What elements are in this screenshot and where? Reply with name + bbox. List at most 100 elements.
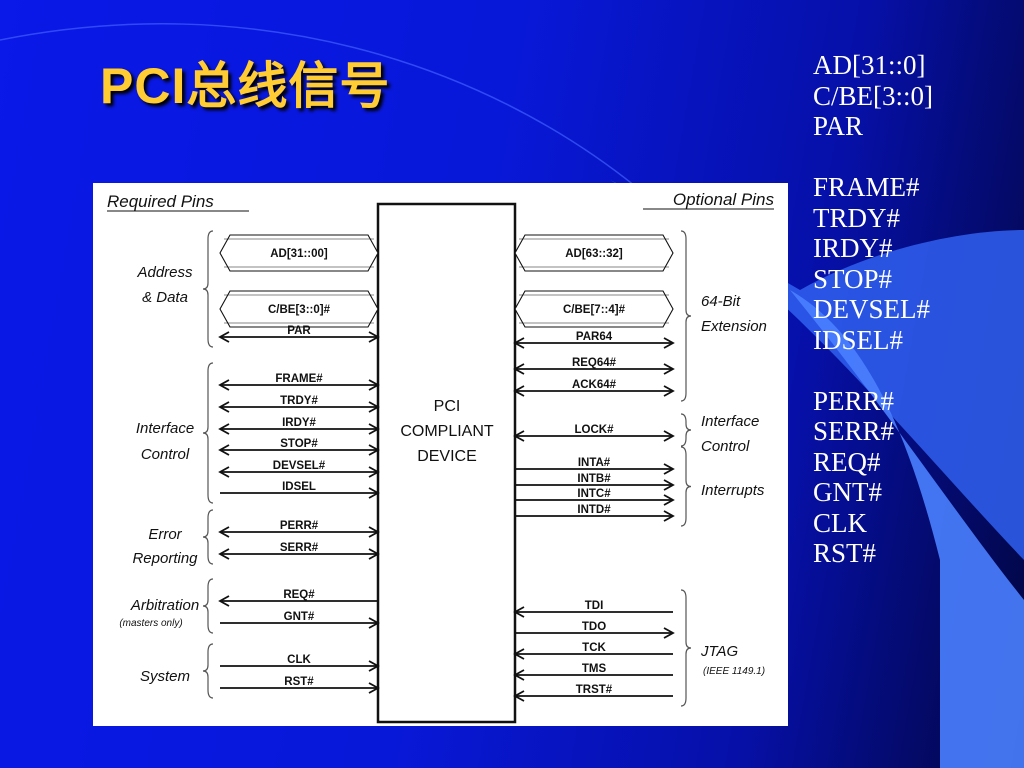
right-pin-cbe74-bus-inner <box>519 294 669 324</box>
left-group-brace <box>202 578 214 634</box>
left-pin-gnt-arrow-in <box>368 617 380 629</box>
left-pin-ad3100-label: AD[31::00] <box>270 248 328 260</box>
left-group-sublabel: (masters only) <box>119 618 182 629</box>
right-group-brace <box>680 589 692 707</box>
left-pin-cbe30-label: C/BE[3::0]# <box>268 304 331 316</box>
right-pin-ad6332-bus <box>514 234 674 272</box>
left-pin-stop-arrow-out <box>218 444 230 456</box>
left-pin-rst-arrow-in <box>368 682 380 694</box>
left-group-label: Control <box>141 446 190 463</box>
right-group-label: JTAG <box>700 643 739 660</box>
right-pin-intd-arrow-out <box>663 510 675 522</box>
left-pin-trdy-label: TRDY# <box>280 395 318 407</box>
right-group-brace <box>680 413 692 447</box>
header-optional-pins: Optional Pins <box>673 190 775 209</box>
left-pin-gnt-label: GNT# <box>284 611 315 623</box>
right-group-label: Extension <box>701 318 767 335</box>
left-pin-frame-arrow-out <box>218 379 230 391</box>
left-group-label: Reporting <box>132 550 198 567</box>
right-group-label: Interrupts <box>701 482 765 499</box>
left-pin-irdy-label: IRDY# <box>282 417 316 429</box>
right-group-sublabel: (IEEE 1149.1) <box>703 666 765 677</box>
left-pin-frame-arrow-in <box>368 379 380 391</box>
device-label-line: PCI <box>434 398 461 415</box>
right-pin-tms-arrow-in <box>513 669 525 681</box>
right-pin-intb-label: INTB# <box>577 473 611 485</box>
slide-title: PCI总线信号 <box>100 58 391 114</box>
right-pin-lock-arrow-in <box>513 430 525 442</box>
header-required-pins: Required Pins <box>107 192 214 211</box>
left-group-label: Arbitration <box>130 597 199 614</box>
left-pin-req-arrow-out <box>218 595 230 607</box>
left-pin-idsel-arrow-in <box>368 487 380 499</box>
right-pin-ack64-arrow-in <box>513 385 525 397</box>
right-pin-tdo-label: TDO <box>582 621 606 633</box>
left-pin-req-label: REQ# <box>283 589 315 601</box>
left-pin-stop-arrow-in <box>368 444 380 456</box>
left-pin-irdy-arrow-in <box>368 423 380 435</box>
left-pin-serr-arrow-in <box>368 548 380 560</box>
signal-list-item: DEVSEL# <box>813 294 930 324</box>
pci-device-box <box>376 202 517 724</box>
signal-list-item: IDSEL# <box>813 324 903 355</box>
right-pin-lock-label: LOCK# <box>575 424 615 436</box>
left-group-label: Interface <box>136 420 194 437</box>
right-pin-cbe74-label: C/BE[7::4]# <box>563 304 626 316</box>
right-group-label: Interface <box>701 413 759 430</box>
left-group-brace <box>202 509 214 565</box>
right-pin-lock-arrow-out <box>663 430 675 442</box>
left-pin-perr-label: PERR# <box>280 520 319 532</box>
signal-list-item: STOP# <box>813 263 893 294</box>
right-pin-intc-arrow-out <box>663 494 675 506</box>
left-pin-cbe30-bus <box>219 290 379 328</box>
left-group-brace <box>202 230 214 348</box>
left-group-brace <box>202 643 214 699</box>
left-pin-ad3100-bus <box>219 234 379 272</box>
right-group-brace <box>680 230 692 402</box>
right-pin-tck-arrow-in <box>513 648 525 660</box>
right-group-brace <box>680 446 692 527</box>
signal-list-item: C/BE[3::0] <box>813 80 933 111</box>
left-pin-devsel-arrow-in <box>368 466 380 478</box>
left-pin-cbe30-bus-inner <box>224 294 374 324</box>
left-pin-par-arrow-out <box>218 331 230 343</box>
signal-list-item: GNT# <box>813 477 882 507</box>
right-pin-tdo-arrow-out <box>663 627 675 639</box>
right-pin-trst-label: TRST# <box>576 684 613 696</box>
signal-list-item: SERR# <box>813 416 895 446</box>
left-pin-rst-label: RST# <box>284 676 314 688</box>
signal-list-item: AD[31::0] <box>813 50 926 80</box>
left-pin-irdy-arrow-out <box>218 423 230 435</box>
left-group-brace <box>202 362 214 504</box>
left-pin-perr-arrow-out <box>218 526 230 538</box>
right-pin-ad6332-bus-inner <box>519 238 669 268</box>
right-pin-tdi-label: TDI <box>585 600 604 612</box>
signal-list-item: IRDY# <box>813 233 893 263</box>
right-pin-trst-arrow-in <box>513 690 525 702</box>
left-pin-clk-label: CLK <box>287 654 311 666</box>
right-pin-par64-label: PAR64 <box>576 331 613 343</box>
right-pin-inta-label: INTA# <box>578 457 611 469</box>
left-pin-trdy-arrow-in <box>368 401 380 413</box>
signal-list-spacer <box>813 142 933 173</box>
right-pin-intc-label: INTC# <box>577 488 611 500</box>
right-group-label: Control <box>701 438 750 455</box>
right-group-label: 64-Bit <box>701 293 741 310</box>
left-pin-stop-label: STOP# <box>280 438 318 450</box>
signal-list-item: TRDY# <box>813 202 900 233</box>
left-group-label: Address <box>136 264 193 281</box>
right-pin-par64-arrow-out <box>663 337 675 349</box>
left-group-label: & Data <box>142 289 188 306</box>
right-pin-ad6332-label: AD[63::32] <box>565 248 623 260</box>
signal-list-spacer <box>813 355 933 386</box>
right-pin-tck-label: TCK <box>582 642 606 654</box>
signal-list-item: PAR <box>813 111 864 141</box>
right-pin-ack64-arrow-out <box>663 385 675 397</box>
left-pin-perr-arrow-in <box>368 526 380 538</box>
right-pin-tms-label: TMS <box>582 663 607 675</box>
right-pin-cbe74-bus <box>514 290 674 328</box>
right-pin-req64-arrow-out <box>663 363 675 375</box>
signal-list-item: CLK <box>813 507 867 538</box>
